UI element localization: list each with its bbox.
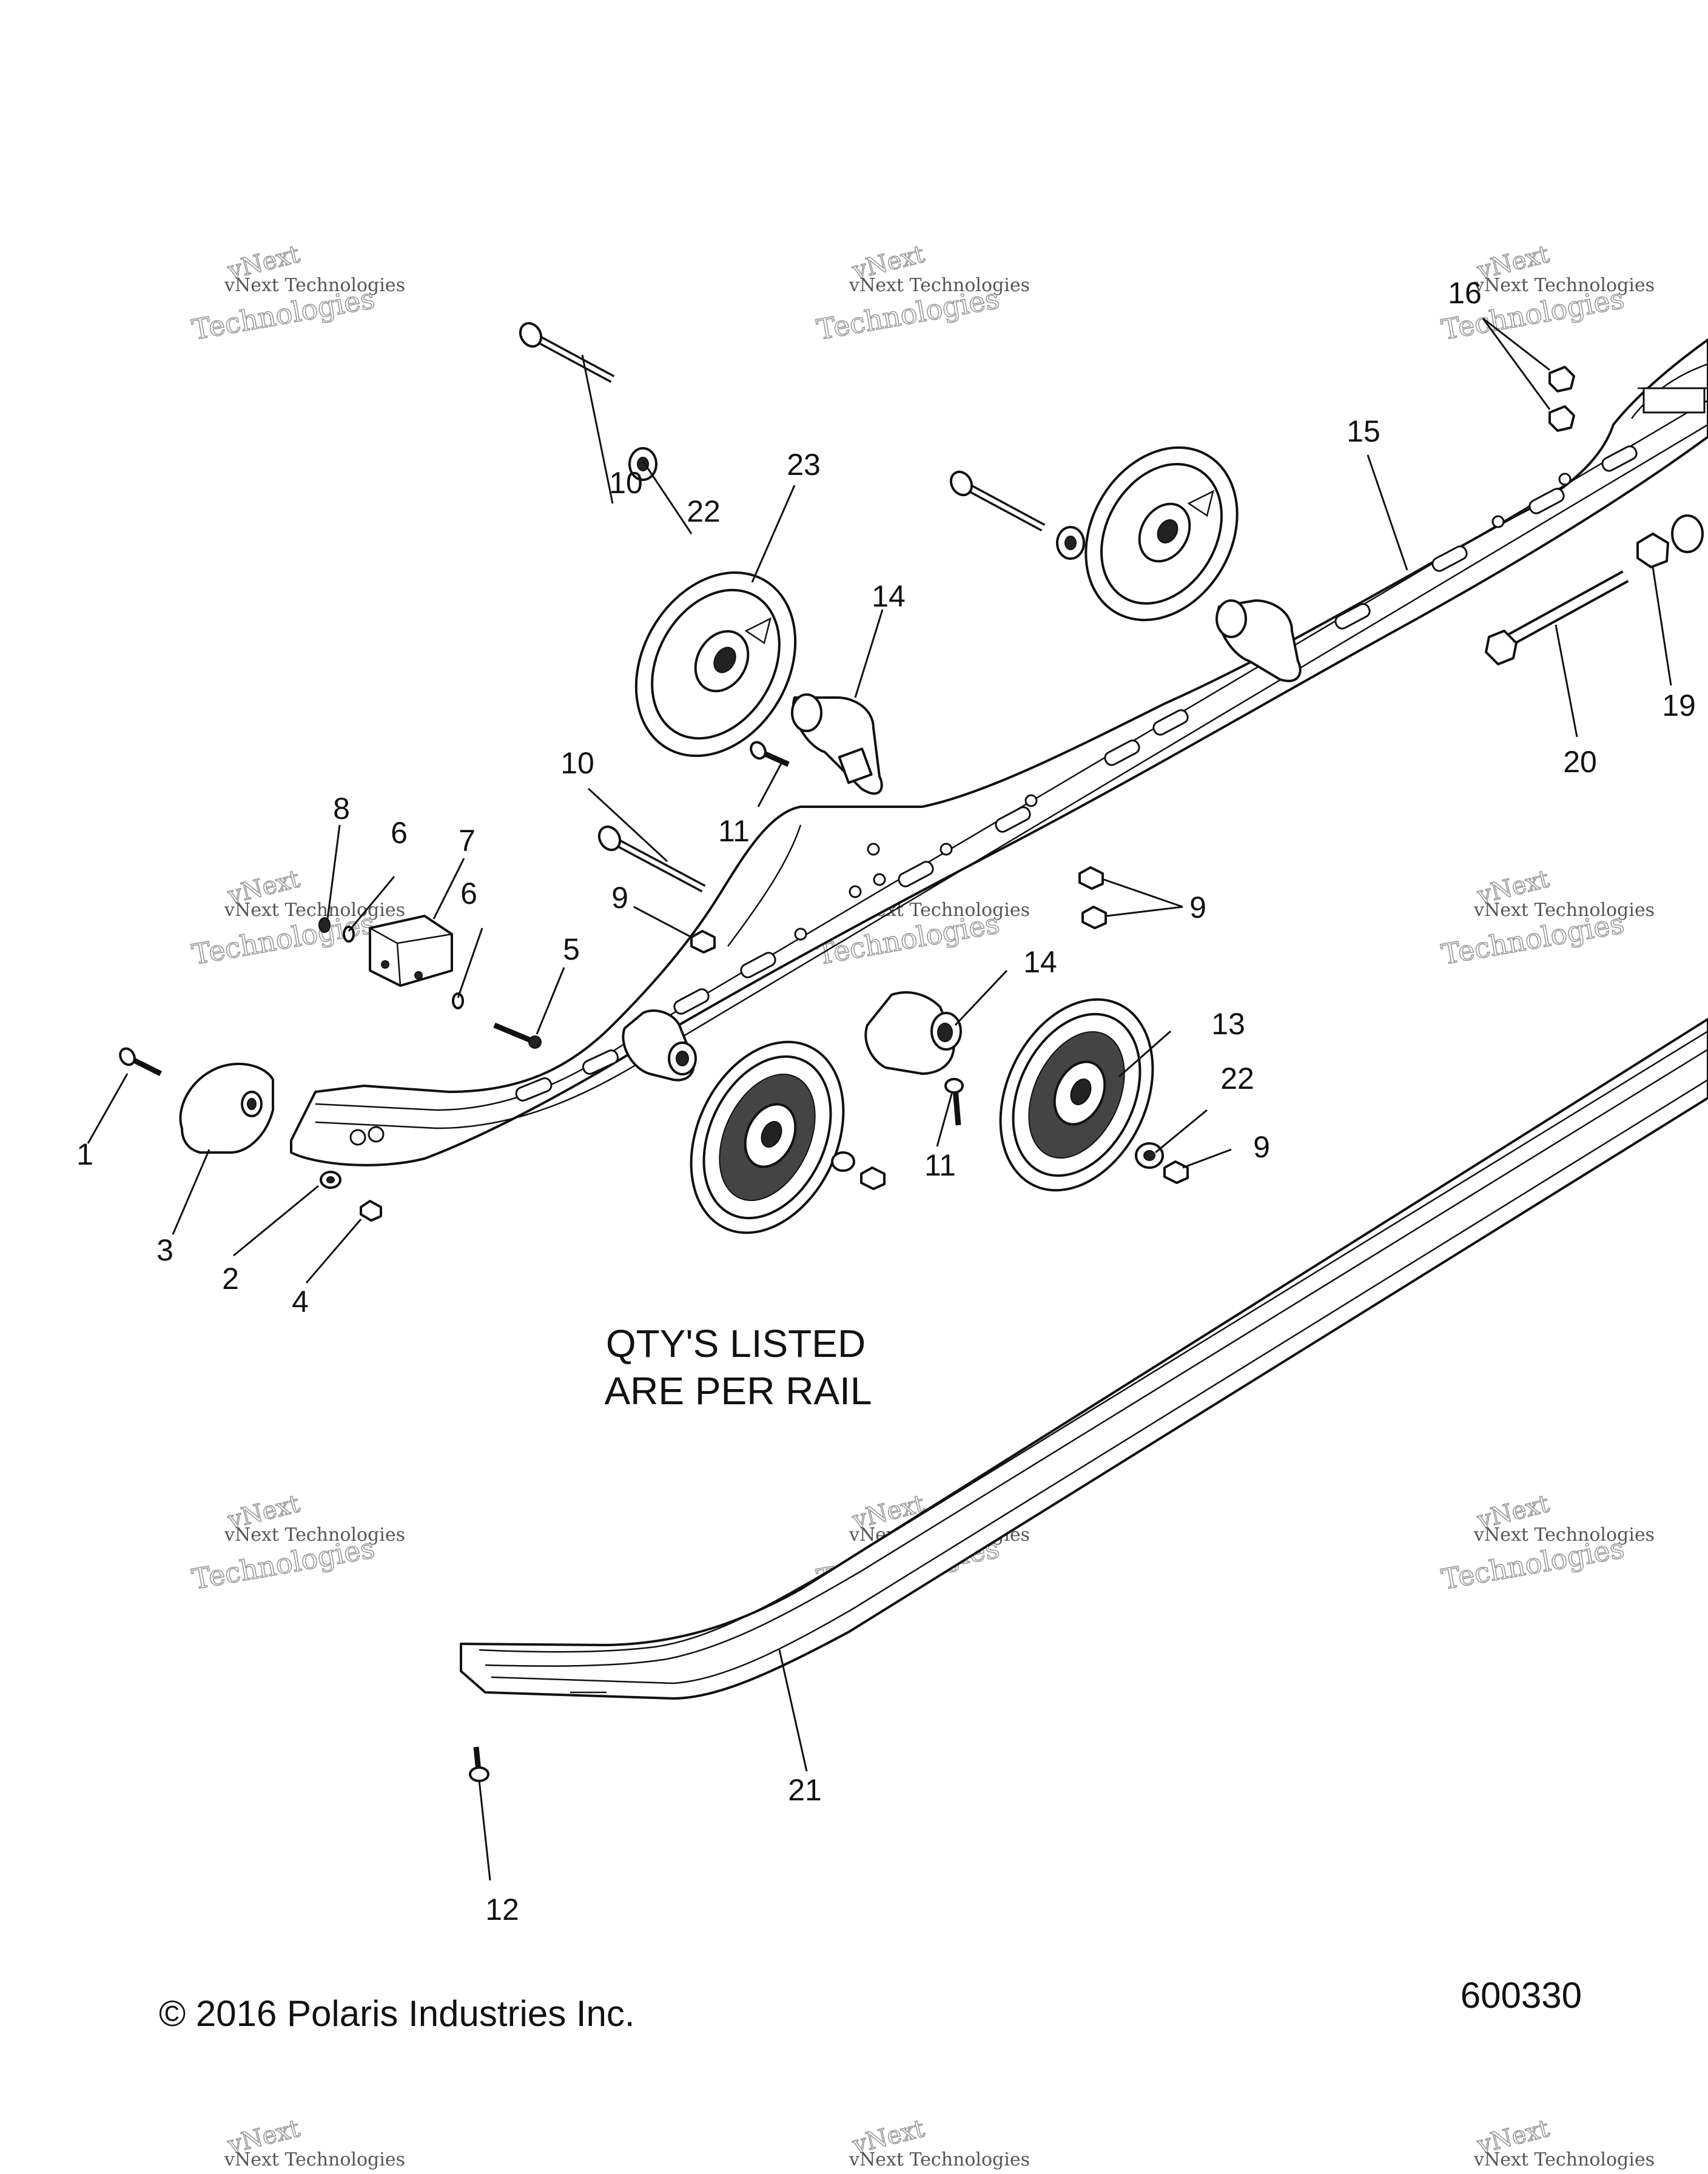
bolt-5 [493,1022,542,1049]
callout-13: 13 [1211,1007,1245,1041]
callout-11-upper: 11 [718,814,750,848]
callout-21: 21 [788,1773,822,1807]
callout-22-upper: 22 [687,494,721,528]
copyright-text: © 2016 Polaris Industries Inc. [159,1993,635,2034]
watermark-middle: vNext Technologies [224,275,405,296]
callout-10-middle: 10 [560,746,594,780]
callout-6-right: 6 [460,877,477,910]
callout-4: 4 [292,1285,309,1319]
callout-22-lower: 22 [1220,1062,1254,1095]
watermark-middle: vNext Technologies [1473,900,1655,921]
axle-14-lower-right [864,991,962,1075]
note-line-1: QTY'S LISTED [606,1322,866,1365]
watermark: vNext vNext Technologies Technologies [814,240,1030,346]
callout-7: 7 [459,824,476,858]
wheel-13-right [999,998,1154,1192]
note-line-2: ARE PER RAIL [604,1369,872,1413]
callout-23: 23 [787,448,821,482]
watermark: vNext vNext Technologies [224,2114,405,2170]
figure-number: 600330 [1461,1975,1582,2016]
axle-14-lower-left [622,1009,697,1082]
nut-8 [318,917,331,933]
idler-wheel-23-right [1084,446,1239,622]
washer-22-upper-right [1056,526,1085,560]
slide-rail-15 [290,338,1708,1166]
watermark: vNext vNext Technologies [1473,2114,1655,2170]
screw-12 [469,1746,489,1782]
callout-20: 20 [1563,745,1597,779]
leader-lines [87,317,1672,1881]
washer-6-left [343,926,355,943]
callout-labels: 1 2 3 4 5 6 6 7 8 9 9 9 10 10 11 11 12 1… [76,276,1696,1927]
washer-6-right [452,992,464,1009]
watermark-middle: vNext Technologies [1473,275,1655,296]
fastener-16 [1548,366,1575,432]
callout-12: 12 [485,1893,519,1927]
callout-15: 15 [1347,414,1380,448]
bolt-11-upper [750,741,790,767]
watermark-middle: vNext Technologies [1473,2149,1655,2170]
callout-10-upper: 10 [609,466,643,500]
watermark-middle: vNext Technologies [1473,1524,1655,1546]
watermark-middle: vNext Technologies [224,900,405,921]
idler-wheel-23-left [634,571,797,757]
nut-9-lower-left [831,1151,886,1190]
bolt-1 [119,1047,163,1077]
callout-11-lower: 11 [924,1148,956,1182]
bolt-10-upper-right [949,470,1046,532]
block-7 [369,915,453,987]
callout-9-pair: 9 [1189,890,1206,924]
nut-9-lower-right [1163,1160,1189,1184]
callout-8: 8 [333,792,350,826]
bolt-20 [1485,570,1629,665]
wear-strip-21 [460,1018,1708,1700]
watermark: vNext vNext Technologies Technologies [189,240,405,346]
nut-19 [1636,514,1704,568]
bolt-11-lower [944,1078,964,1126]
callout-14-lower: 14 [1023,945,1057,979]
axle-14-upper-left [791,693,883,795]
callout-1: 1 [76,1137,93,1171]
watermark-middle: vNext Technologies [849,275,1030,296]
rail-slots [515,445,1638,1102]
nut-9-pair [1078,866,1107,929]
watermark-middle: vNext Technologies [849,2149,1030,2170]
wheel-13-left [690,1040,845,1234]
watermark: vNext vNext Technologies Technologies [1439,864,1655,971]
watermark-middle: vNext Technologies [224,2149,405,2170]
callout-16: 16 [1448,276,1482,310]
watermark-middle: vNext Technologies [224,1524,405,1546]
axle-14-upper-right [1215,599,1302,682]
callout-5: 5 [563,932,580,966]
quantity-note: QTY'S LISTED ARE PER RAIL [604,1322,872,1413]
callout-6-left: 6 [391,816,408,850]
callout-9-lower-right: 9 [1253,1130,1270,1164]
nut-9-middle [690,930,716,954]
bolt-10-upper-left [519,321,615,383]
callout-19: 19 [1662,688,1696,722]
bumper-3 [179,1062,274,1154]
callout-2: 2 [222,1262,239,1296]
washer-2 [320,1171,341,1189]
callout-3: 3 [156,1233,173,1267]
watermark: vNext vNext Technologies Technologies [189,1489,405,1596]
watermark: vNext vNext Technologies Technologies [1439,1489,1655,1596]
washer-22-lower [1135,1142,1164,1169]
callout-14-upper: 14 [872,579,906,613]
small-fasteners [119,366,1704,1782]
nut-4 [360,1200,382,1222]
callout-9-middle: 9 [611,881,628,915]
rail-holes [349,473,1572,1146]
watermark: vNext vNext Technologies [849,2114,1030,2170]
bolt-10-middle [597,825,706,893]
